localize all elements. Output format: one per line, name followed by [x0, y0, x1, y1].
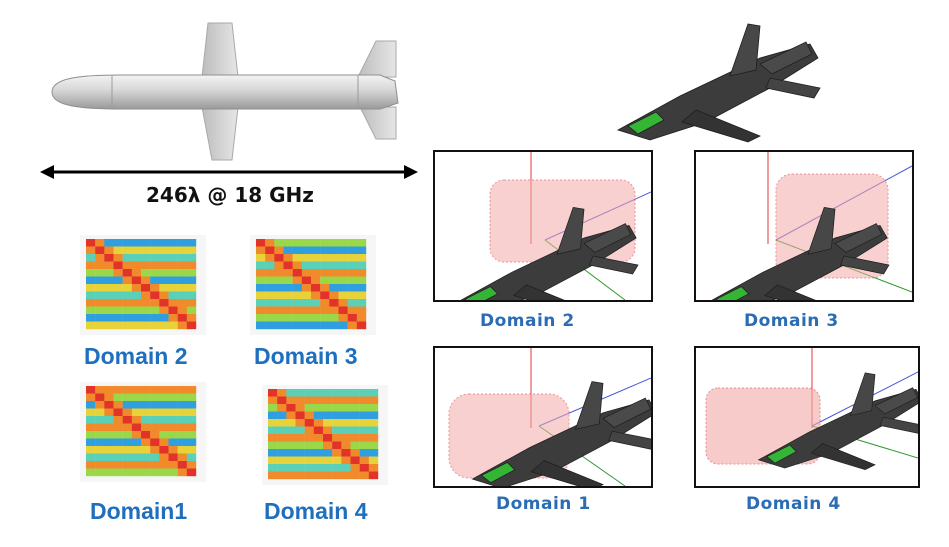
domain-panel-3	[694, 150, 914, 302]
domain-panel-4	[694, 346, 920, 488]
aircraft-model	[616, 23, 821, 143]
missile-model	[51, 22, 399, 161]
impedance-matrix-domain-1	[80, 382, 206, 482]
panel-label-domain-2: Domain 2	[480, 311, 575, 331]
panel-label-domain-1: Domain 1	[496, 494, 591, 514]
length-arrow	[40, 165, 418, 179]
domain-panel-1	[433, 346, 653, 488]
impedance-matrix-domain-4	[262, 385, 388, 485]
impedance-matrix-domain-2	[80, 235, 206, 335]
panel-label-domain-4: Domain 4	[746, 494, 841, 514]
domain-panel-2	[433, 150, 653, 302]
matrix-label-domain-2: Domain 2	[84, 343, 188, 369]
matrix-label-domain-3: Domain 3	[254, 343, 358, 369]
panel-label-domain-3: Domain 3	[744, 311, 839, 331]
matrix-label-domain-4: Domain 4	[264, 498, 368, 524]
matrix-label-domain-1: Domain1	[90, 498, 188, 524]
impedance-matrix-domain-3	[250, 235, 376, 335]
length-label: 246λ @ 18 GHz	[146, 183, 314, 207]
